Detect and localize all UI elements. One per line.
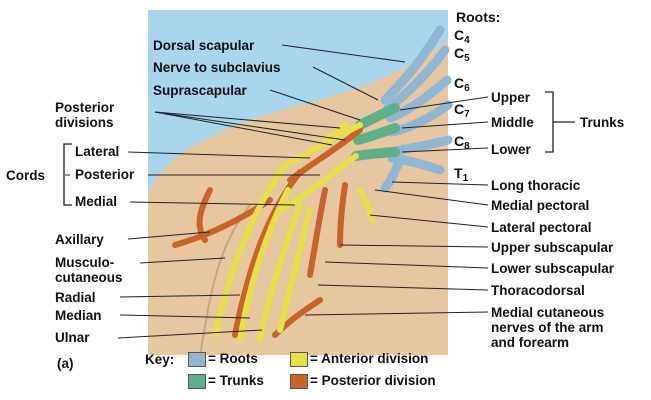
root-label-c6: C6: [454, 75, 470, 94]
thoracodorsal-nerve: [307, 187, 328, 278]
label-cords: Cords: [6, 168, 46, 183]
label-trunk-upper: Upper: [491, 90, 531, 105]
panel-label: (a): [57, 356, 74, 371]
label-axillary: Axillary: [55, 232, 104, 247]
key-swatch-trunks: [188, 374, 206, 389]
label-radial: Radial: [55, 290, 96, 305]
root-label-t1: T1: [454, 165, 469, 184]
lateral-cord: [282, 122, 363, 168]
label-nerve-to-subclavius: Nerve to subclavius: [153, 60, 281, 75]
label-median: Median: [55, 308, 102, 323]
ulnar-nerve: [257, 202, 303, 343]
key-swatch-roots: [188, 352, 206, 367]
label-trunks: Trunks: [580, 115, 625, 130]
label-upper-subscapular: Upper subscapular: [491, 240, 614, 255]
root-c6: [385, 75, 452, 123]
label-dorsal-scapular: Dorsal scapular: [153, 38, 255, 53]
roots-title: Roots:: [456, 9, 501, 25]
label-medial-cord: Medial: [75, 194, 118, 209]
key-label-posterior: = Posterior division: [310, 373, 436, 388]
root-label-c4: C4: [454, 27, 470, 46]
label-lateral-pectoral: Lateral pectoral: [491, 220, 592, 235]
label-thoracodorsal: Thoracodorsal: [491, 283, 585, 298]
key-label-anterior: = Anterior division: [310, 351, 429, 366]
label-musculocutaneous: Musculo- cutaneous: [55, 255, 123, 285]
key-title: Key:: [145, 352, 175, 367]
root-c4: [380, 25, 445, 105]
trunk-lower: [351, 147, 400, 161]
root-label-c7: C7: [454, 101, 470, 120]
label-trunk-middle: Middle: [491, 115, 534, 130]
label-lower-subscapular: Lower subscapular: [491, 261, 615, 276]
long-thoracic-root: [380, 155, 405, 193]
label-ulnar: Ulnar: [55, 330, 90, 345]
label-posterior-cord: Posterior: [75, 167, 135, 182]
medial-cutaneous-nerve: [277, 207, 313, 333]
root-label-c5: C5: [454, 45, 470, 64]
anterior-division-group: [212, 122, 375, 343]
trunk-middle: [353, 123, 400, 145]
key-swatch-anterior: [290, 352, 308, 367]
medial-cord: [277, 153, 359, 213]
key-swatch-posterior: [290, 374, 308, 389]
suprascapular-nerve: [322, 122, 348, 143]
label-suprascapular: Suprascapular: [153, 83, 247, 98]
label-trunk-lower: Lower: [491, 142, 531, 157]
key-label-roots: = Roots: [208, 351, 258, 366]
trunks-bracket: [545, 91, 575, 153]
label-long-thoracic: Long thoracic: [491, 178, 581, 193]
label-posterior-divisions: Posterior divisions: [55, 100, 115, 130]
radial-nerve: [232, 169, 303, 338]
lower-subscapular-nerve: [337, 182, 348, 248]
label-medial-pectoral: Medial pectoral: [491, 198, 590, 213]
leader-lines: [65, 44, 489, 339]
cords-bracket: [63, 143, 72, 206]
root-label-c8: C8: [454, 133, 470, 152]
musculocutaneous-nerve: [212, 162, 288, 338]
label-medial-cutaneous: Medial cutaneous nerves of the arm and f…: [491, 305, 605, 350]
lateral-pectoral-nerve: [357, 187, 375, 223]
label-lateral-cord: Lateral: [75, 144, 120, 159]
axillary-branch: [196, 187, 213, 243]
key-label-trunks: = Trunks: [208, 373, 264, 388]
